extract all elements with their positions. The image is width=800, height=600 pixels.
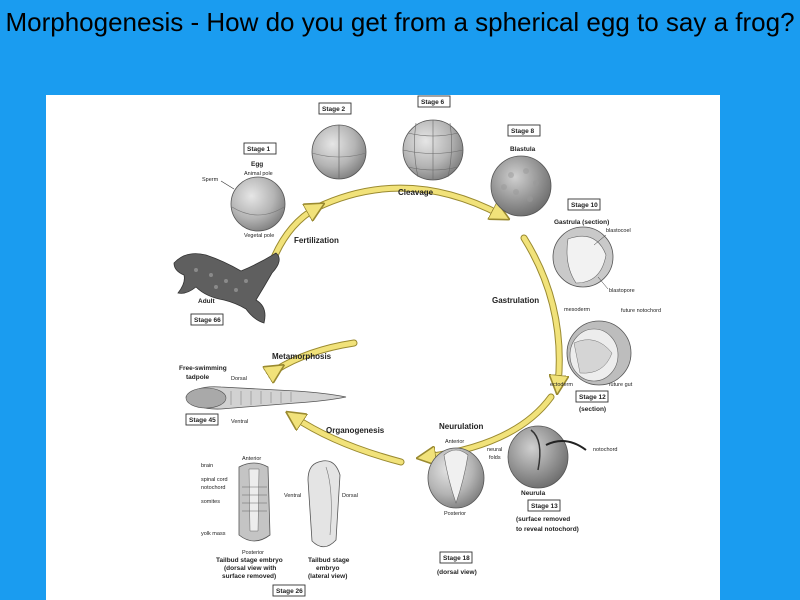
diagram-panel: Cleavage Gastrulation Neurulation Organo… [46,95,720,600]
svg-text:Egg: Egg [251,161,263,168]
svg-text:blastopore: blastopore [609,288,635,294]
svg-text:Stage 12: Stage 12 [579,394,606,401]
svg-text:Stage 2: Stage 2 [322,106,346,113]
blastula-stage8: Stage 8 Blastula [490,124,552,217]
svg-text:(dorsal view with: (dorsal view with [224,565,276,572]
svg-text:mesoderm: mesoderm [564,307,590,313]
svg-text:(section): (section) [579,406,606,413]
svg-text:Anterior: Anterior [445,439,464,445]
svg-text:Ventral: Ventral [284,493,301,499]
fertilization-label: Fertilization [294,236,339,245]
svg-text:Dorsal: Dorsal [231,376,247,382]
svg-text:Sperm: Sperm [202,177,219,183]
svg-text:Animal pole: Animal pole [244,171,273,177]
svg-text:future notochord: future notochord [621,308,661,314]
svg-text:tadpole: tadpole [186,374,209,381]
svg-text:(lateral view): (lateral view) [308,573,347,580]
cleavage-stage2: Stage 2 [311,102,367,180]
neurulation-label: Neurulation [439,422,484,431]
svg-text:Stage 26: Stage 26 [276,588,303,595]
svg-text:notochord: notochord [201,485,225,491]
svg-text:Tailbud stage: Tailbud stage [308,557,350,564]
svg-text:Stage 45: Stage 45 [189,417,216,424]
svg-text:Stage 1: Stage 1 [247,146,271,153]
neurula-stage13: notochord Neurula Stage 13 (surface remo… [507,425,617,533]
svg-text:Blastula: Blastula [510,146,536,153]
svg-text:(surface removed: (surface removed [516,516,570,523]
svg-text:Anterior: Anterior [242,456,261,462]
svg-text:brain: brain [201,463,213,469]
svg-text:Posterior: Posterior [444,511,466,517]
tadpole-stage45: Free-swimming tadpole Dorsal Stage 45 Ve… [179,365,347,426]
svg-text:spinal cord: spinal cord [201,477,228,483]
svg-text:surface removed): surface removed) [222,573,276,580]
svg-text:Free-swimming: Free-swimming [179,365,227,372]
svg-text:embryo: embryo [316,565,340,572]
gastrula-stage10: Stage 10 Gastrula (section) blastocoel b… [552,198,635,294]
svg-text:future gut: future gut [609,382,633,388]
svg-text:Adult: Adult [198,298,215,305]
egg-stage1: Stage 1 Egg Animal pole Sperm Vegetal po… [202,142,286,239]
metamorphosis-label: Metamorphosis [272,352,332,361]
svg-text:Dorsal: Dorsal [342,493,358,499]
gastrulation-label: Gastrulation [492,296,539,305]
cleavage-label: Cleavage [398,188,434,197]
svg-text:Stage 6: Stage 6 [421,99,445,106]
svg-text:Stage 8: Stage 8 [511,128,535,135]
adult-frog-stage66: Adult Stage 66 [173,252,280,326]
organogenesis-label: Organogenesis [326,426,385,435]
life-cycle-diagram: Cleavage Gastrulation Neurulation Organo… [173,95,661,597]
svg-text:Gastrula (section): Gastrula (section) [554,219,609,226]
svg-text:notochord: notochord [593,447,617,453]
svg-text:blastocoel: blastocoel [606,228,631,234]
svg-text:yolk mass: yolk mass [201,531,226,537]
svg-text:neural: neural [487,447,502,453]
svg-text:Neurula: Neurula [521,490,546,497]
svg-text:folds: folds [489,455,501,461]
neurula-stage18: Anterior neural folds Posterior Stage 18… [427,439,502,576]
svg-text:ectoderm: ectoderm [550,382,573,388]
page-title: Morphogenesis - How do you get from a sp… [5,7,795,37]
tailbud-stage26: Anterior brain spinal cord notochord som… [201,456,358,597]
svg-text:Stage 13: Stage 13 [531,503,558,510]
svg-text:Stage 66: Stage 66 [194,317,221,324]
cycle-arrows [267,184,563,466]
svg-text:to reveal notochord): to reveal notochord) [516,526,579,533]
svg-text:(dorsal view): (dorsal view) [437,569,477,576]
gastrula-stage12: mesoderm future notochord endoderm ectod… [550,307,661,413]
svg-text:Tailbud stage embryo: Tailbud stage embryo [216,557,283,564]
svg-text:Ventral: Ventral [231,419,248,425]
cleavage-stage6: Stage 6 [402,95,464,181]
svg-text:Stage 10: Stage 10 [571,202,598,209]
svg-text:Stage 18: Stage 18 [443,555,470,562]
svg-text:Posterior: Posterior [242,550,264,556]
svg-text:Vegetal pole: Vegetal pole [244,233,274,239]
svg-text:somites: somites [201,499,220,505]
